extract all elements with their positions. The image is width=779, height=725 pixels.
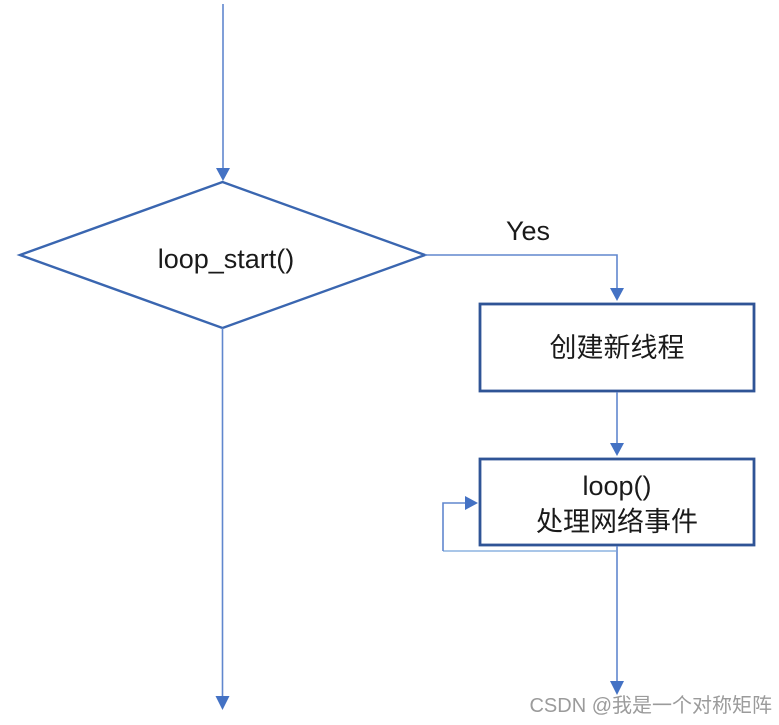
- edge-self-loop-side-line: [442, 502, 465, 551]
- arrow-down-icon: [610, 681, 624, 695]
- arrow-down-icon: [215, 696, 230, 710]
- edge-yes-line: [425, 254, 618, 289]
- edge-self-loop: [442, 496, 616, 552]
- loop-label-line2: 处理网络事件: [536, 507, 698, 537]
- csdn-watermark: CSDN @我是一个对称矩阵: [529, 694, 772, 717]
- edge-entry: [216, 4, 230, 181]
- arrow-right-icon: [465, 496, 478, 510]
- edge-loop-exit: [610, 546, 624, 695]
- node-loop: loop() 处理网络事件: [478, 457, 756, 547]
- loop-label-line1: loop(): [582, 471, 651, 501]
- edge-create-to-loop: [610, 392, 624, 456]
- node-create-thread: 创建新线程: [478, 302, 756, 393]
- loop-box-shape: [478, 457, 756, 547]
- create-thread-box-shape: [478, 302, 756, 393]
- arrow-down-icon: [610, 288, 624, 301]
- create-thread-label: 创建新线程: [550, 333, 685, 363]
- edge-decision-exit: [215, 328, 230, 710]
- edge-yes-label: Yes: [506, 216, 550, 246]
- decision-label: loop_start(): [158, 244, 295, 274]
- node-decision-loop-start: loop_start(): [16, 180, 429, 330]
- arrow-down-icon: [216, 168, 230, 181]
- arrow-down-icon: [610, 443, 624, 456]
- edge-yes: [425, 254, 624, 301]
